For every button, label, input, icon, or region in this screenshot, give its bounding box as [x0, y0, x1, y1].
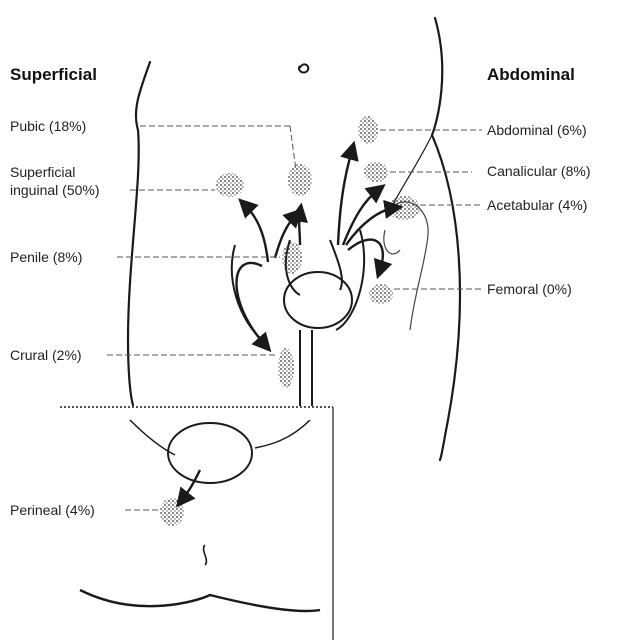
stipple-sites [160, 116, 420, 526]
label-canalicular: Canalicular (8%) [487, 163, 590, 180]
navel-mark [299, 64, 308, 72]
lymph-arrows [182, 150, 394, 500]
heading-superficial: Superficial [10, 65, 97, 85]
femur-sketch [384, 202, 428, 330]
label-penile: Penile (8%) [10, 249, 82, 266]
perineum-inset [60, 407, 333, 640]
torso-outline [128, 18, 460, 460]
label-crural: Crural (2%) [10, 347, 82, 364]
label-abdominal: Abdominal (6%) [487, 122, 587, 139]
heading-abdominal: Abdominal [487, 65, 575, 85]
label-femoral: Femoral (0%) [487, 281, 572, 298]
label-superficial-inguinal-line1: Superficial [10, 164, 75, 181]
label-acetabular: Acetabular (4%) [487, 197, 587, 214]
label-pubic: Pubic (18%) [10, 118, 86, 135]
label-perineal: Perineal (4%) [10, 502, 95, 519]
label-superficial-inguinal-line2: inguinal (50%) [10, 182, 100, 199]
